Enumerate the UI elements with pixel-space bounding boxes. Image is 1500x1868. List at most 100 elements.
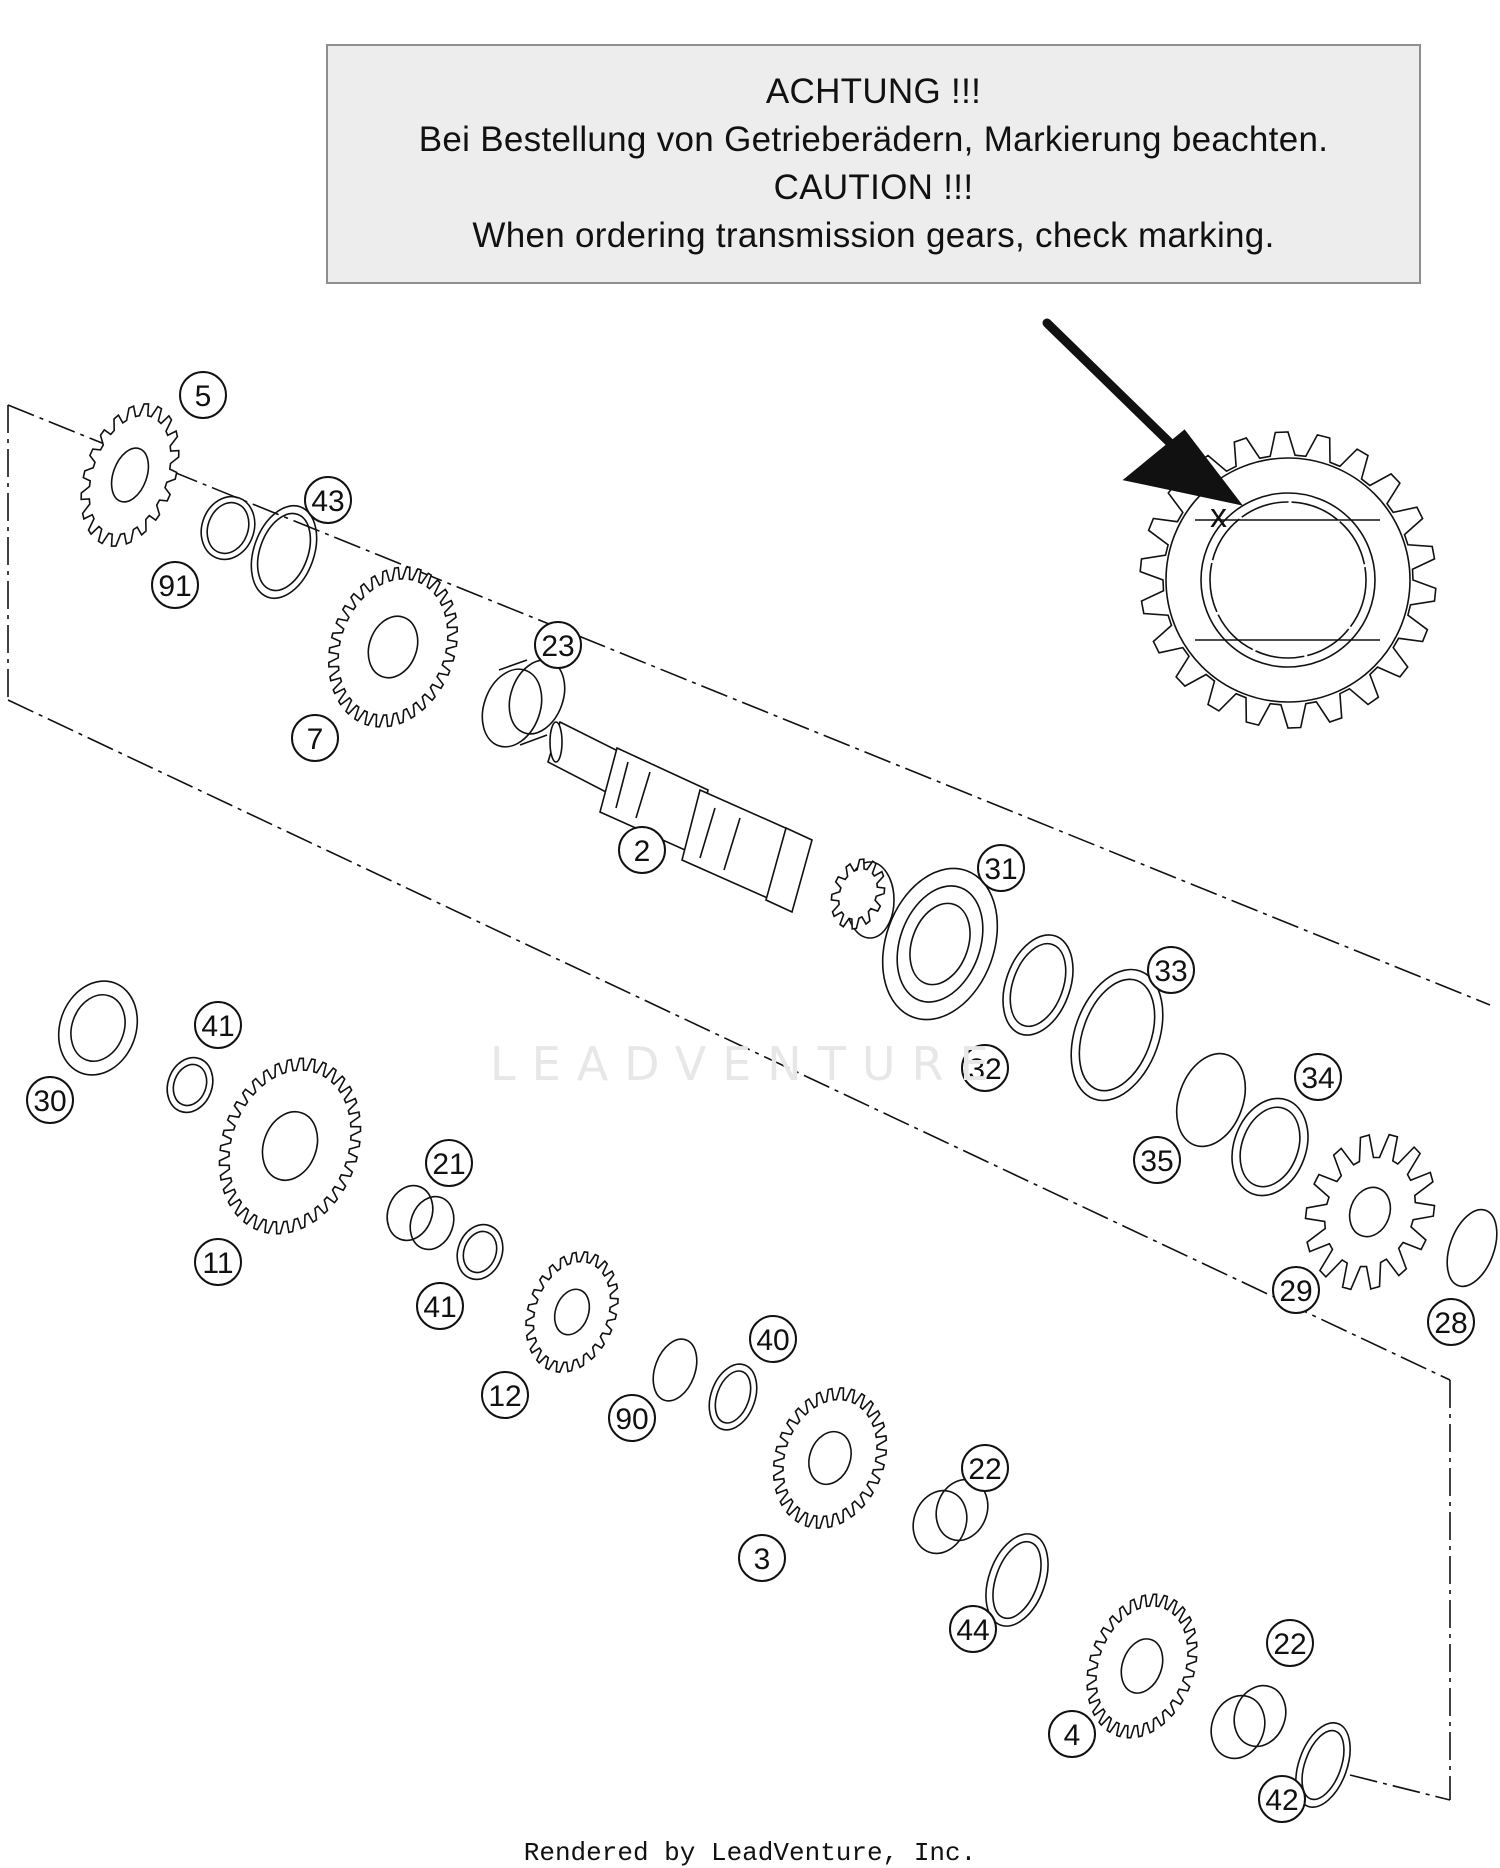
callout-32: 32: [961, 1044, 1009, 1092]
marking-arrow: [1042, 318, 1243, 506]
notice-line-english: When ordering transmission gears, check …: [472, 216, 1275, 255]
gear-4-hub: [1120, 1638, 1164, 1694]
sprocket-29-hub: [1348, 1186, 1392, 1238]
callout-circle: [1048, 1710, 1096, 1758]
callout-number: 21: [432, 1148, 465, 1181]
watermark-text: LEADVENTURE: [490, 1037, 1005, 1091]
notice-line-achtung: ACHTUNG !!!: [765, 72, 982, 111]
callout-circle: [1266, 1619, 1314, 1667]
caution-notice: ACHTUNG !!! Bei Bestellung von Getrieber…: [326, 44, 1421, 284]
gear-3-hub: [808, 1430, 852, 1486]
callout-number: 7: [307, 723, 324, 756]
callout-35: 35: [1133, 1136, 1181, 1184]
callout-22b: 22: [1266, 1619, 1314, 1667]
callout-number: 22: [1273, 1628, 1306, 1661]
callout-circle: [1272, 1266, 1320, 1314]
callout-7: 7: [291, 714, 339, 762]
callout-number: 90: [615, 1403, 648, 1436]
assembly-outline: [7, 404, 1491, 1801]
callout-31: 31: [977, 844, 1025, 892]
callout-44: 44: [949, 1605, 997, 1653]
callout-42: 42: [1258, 1775, 1306, 1823]
callout-12: 12: [481, 1371, 529, 1419]
callout-number: 29: [1279, 1275, 1312, 1308]
callout-circle: [179, 371, 227, 419]
callout-34: 34: [1294, 1053, 1342, 1101]
callout-number: 30: [33, 1085, 66, 1118]
gear-11-hub: [261, 1111, 319, 1181]
callout-circle: [1427, 1298, 1475, 1346]
callout-number: 5: [195, 380, 212, 413]
callout-number: 4: [1064, 1719, 1081, 1752]
callout-number: 41: [201, 1010, 234, 1043]
callout-number: 35: [1140, 1145, 1173, 1178]
callout-21: 21: [425, 1139, 473, 1187]
callout-number: 12: [488, 1380, 521, 1413]
callout-circle: [977, 844, 1025, 892]
callout-40: 40: [749, 1315, 797, 1363]
callout-22a: 22: [961, 1444, 1009, 1492]
gear-marking-detail: [1139, 431, 1437, 729]
gear-7-hub: [367, 615, 419, 679]
callout-circle: [194, 1001, 242, 1049]
callout-circle: [618, 826, 666, 874]
callout-4: 4: [1048, 1710, 1096, 1758]
callout-number: 43: [311, 485, 344, 518]
callout-3: 3: [738, 1534, 786, 1582]
callout-number: 33: [1154, 955, 1187, 988]
callout-90: 90: [608, 1394, 656, 1442]
callout-circle: [534, 621, 582, 669]
callout-circle: [304, 476, 352, 524]
callout-circle: [416, 1282, 464, 1330]
callout-number: 34: [1301, 1062, 1334, 1095]
callout-number: 41: [423, 1291, 456, 1324]
callout-circle: [481, 1371, 529, 1419]
marking-x: x: [1210, 497, 1227, 535]
callout-number: 23: [541, 630, 574, 663]
callout-circle: [961, 1044, 1009, 1092]
gear-5-hub: [110, 447, 150, 503]
callout-number: 28: [1434, 1307, 1467, 1340]
small-parts: [57, 495, 1498, 1808]
callout-circle: [1258, 1775, 1306, 1823]
notice-line-caution: CAUTION !!!: [773, 168, 974, 207]
callout-circle: [1294, 1053, 1342, 1101]
callout-number: 3: [754, 1543, 771, 1576]
callout-number: 42: [1265, 1784, 1298, 1817]
callout-circle: [1147, 946, 1195, 994]
callout-43: 43: [304, 476, 352, 524]
notice-line-german: Bei Bestellung von Getrieberädern, Marki…: [418, 120, 1329, 159]
callout-number: 31: [984, 853, 1017, 886]
callout-circle: [194, 1238, 242, 1286]
callout-circle: [151, 561, 199, 609]
callout-2: 2: [618, 826, 666, 874]
callout-30: 30: [26, 1076, 74, 1124]
callout-41b: 41: [416, 1282, 464, 1330]
callout-5: 5: [179, 371, 227, 419]
callout-number: 2: [634, 835, 651, 868]
callout-number: 11: [202, 1247, 233, 1280]
callout-number: 22: [968, 1453, 1001, 1486]
callout-number: 40: [756, 1324, 789, 1357]
callout-circle: [608, 1394, 656, 1442]
shaft-pinion: [830, 858, 886, 930]
callout-circle: [949, 1605, 997, 1653]
callout-number: 32: [968, 1053, 1001, 1086]
footer-credit: Rendered by LeadVenture, Inc.: [523, 1838, 977, 1868]
callout-number: 44: [956, 1614, 989, 1647]
callout-91: 91: [151, 561, 199, 609]
callout-41a: 41: [194, 1001, 242, 1049]
callout-number: 91: [158, 570, 191, 603]
callout-28: 28: [1427, 1298, 1475, 1346]
callout-33: 33: [1147, 946, 1195, 994]
callout-29: 29: [1272, 1266, 1320, 1314]
callout-circle: [26, 1076, 74, 1124]
callout-circle: [749, 1315, 797, 1363]
gears-layer: [80, 403, 1436, 1739]
callout-11: 11: [194, 1238, 242, 1286]
callout-23: 23: [534, 621, 582, 669]
callout-circle: [291, 714, 339, 762]
callout-circle: [425, 1139, 473, 1187]
